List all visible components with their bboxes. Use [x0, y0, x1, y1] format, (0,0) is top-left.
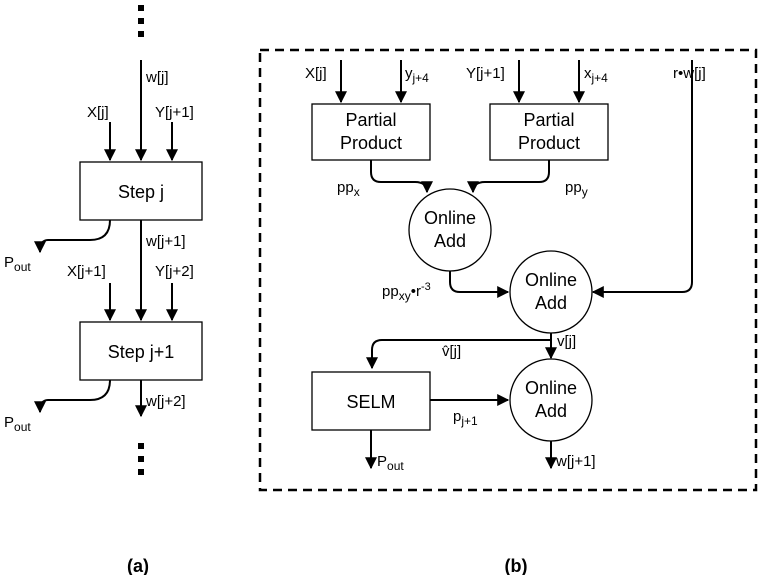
ellipsis-bottom-icon	[138, 443, 144, 475]
label-x-j4-in: xj+4	[584, 65, 608, 85]
label-w-j1: w[j+1]	[145, 233, 186, 250]
label-w-j1-out: w[j+1]	[555, 453, 596, 470]
label-w-j2: w[j+2]	[145, 393, 186, 410]
label-x-j-in: X[j]	[305, 65, 327, 82]
step-j1-box	[79, 321, 203, 381]
selm-label: SELM	[346, 392, 395, 412]
label-y-j1-in: Y[j+1]	[466, 65, 505, 82]
label-pp-y: ppy	[565, 179, 588, 199]
partial-product-right-label-2: Product	[518, 133, 580, 153]
dashed-border	[258, 48, 758, 492]
label-p-j1: pj+1	[453, 408, 478, 428]
label-p-out-2: Pout	[4, 414, 31, 434]
arrow-pp-xy	[449, 271, 510, 298]
partial-product-right-label: Partial	[523, 110, 574, 130]
online-add-2-label-2: Add	[535, 293, 567, 313]
online-add-1-label-2: Add	[434, 231, 466, 251]
arrow-pp-y	[467, 160, 550, 194]
ellipsis-top-icon	[138, 5, 144, 37]
online-add-2-label: Online	[525, 270, 577, 290]
partial-product-right-box	[489, 103, 609, 161]
partial-product-left-label-2: Product	[340, 133, 402, 153]
label-x-j1: X[j+1]	[67, 263, 106, 280]
label-y-j1: Y[j+1]	[155, 104, 194, 121]
panel-a: Step j w[j] X[j] Y[j+1] Pout Step j+1 w[…	[4, 5, 203, 575]
step-j1-label: Step j+1	[108, 342, 175, 362]
label-r-w-j: r•w[j]	[673, 65, 706, 82]
label-v-hat-j: v̂[j]	[442, 343, 461, 360]
arrow-pp-x	[370, 160, 433, 194]
arrow-p-out-2	[34, 379, 111, 414]
caption-b: (b)	[505, 556, 528, 575]
step-j-label: Step j	[118, 182, 164, 202]
label-p-out-1: Pout	[4, 254, 31, 274]
online-add-2-node	[509, 250, 593, 334]
label-w-j: w[j]	[145, 69, 169, 86]
online-add-3-label: Online	[525, 378, 577, 398]
panel-b: Partial Product Partial Product X[j] yj+…	[258, 48, 758, 575]
arrow-r-w-j	[591, 60, 693, 298]
label-pp-x: ppx	[337, 179, 360, 199]
arrow-v-hat-j	[366, 339, 551, 370]
online-add-1-node	[408, 188, 492, 272]
online-add-3-label-2: Add	[535, 401, 567, 421]
label-x-j: X[j]	[87, 104, 109, 121]
label-pp-xy: ppxy•r-3	[382, 281, 431, 303]
partial-product-left-label: Partial	[345, 110, 396, 130]
label-v-j: v[j]	[557, 333, 576, 350]
arrow-p-out-1	[34, 219, 111, 254]
online-add-1-label: Online	[424, 208, 476, 228]
label-y-j2: Y[j+2]	[155, 263, 194, 280]
online-add-3-node	[509, 358, 593, 442]
partial-product-left-box	[311, 103, 431, 161]
label-y-j4-in: yj+4	[405, 65, 429, 85]
caption-a: (a)	[127, 556, 149, 575]
label-p-out: Pout	[377, 453, 404, 473]
step-j-box	[79, 161, 203, 221]
